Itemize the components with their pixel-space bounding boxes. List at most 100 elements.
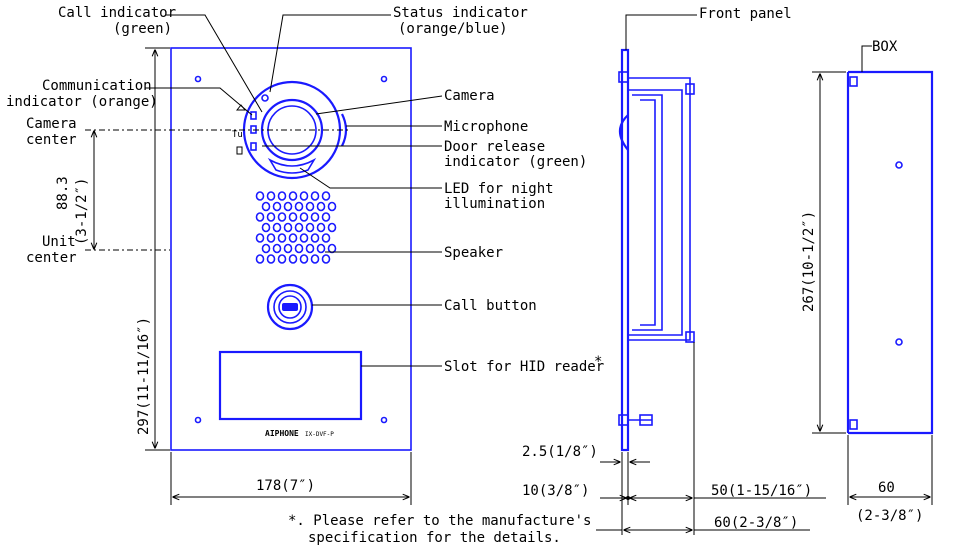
speaker-hole bbox=[272, 222, 282, 233]
dim-10: 10(3/8″) bbox=[522, 483, 589, 499]
speaker-hole bbox=[266, 233, 276, 243]
call-button-label: Call button bbox=[444, 298, 537, 314]
box-height-dim: 267(10-1/2″) bbox=[801, 211, 817, 312]
leader-lines bbox=[145, 14, 443, 367]
speaker-hole bbox=[305, 243, 315, 254]
box-view: BOX 267(10-1/2″) 60 (2-3/8″) bbox=[801, 39, 934, 524]
speaker-hole bbox=[316, 243, 326, 254]
comm-indicator-label: Communication bbox=[42, 78, 152, 94]
dim-panel-thickness: 2.5(1/8″) bbox=[522, 444, 598, 460]
speaker-hole bbox=[316, 201, 326, 212]
front-panel-side bbox=[620, 48, 630, 452]
speaker-hole bbox=[283, 201, 293, 212]
speaker-hole bbox=[327, 243, 337, 254]
speaker-hole bbox=[261, 201, 271, 212]
camera-center-label: Camera bbox=[26, 116, 77, 132]
speaker-hole bbox=[294, 222, 304, 233]
speaker-hole bbox=[283, 222, 293, 233]
speaker-hole bbox=[321, 233, 331, 243]
speaker-hole bbox=[255, 212, 265, 222]
call-indicator-color: (green) bbox=[113, 21, 172, 37]
screw-hole bbox=[380, 75, 388, 83]
front-panel-outline bbox=[170, 47, 412, 451]
brand-logo: AIPHONE bbox=[265, 429, 299, 438]
call-indicator-label: Call indicator bbox=[58, 5, 176, 21]
front-view: Tu AIPHONE IX-DVF-P 88.3 (3-1/2″) 297(11… bbox=[6, 5, 604, 505]
speaker-hole bbox=[327, 201, 337, 212]
box-outline bbox=[848, 70, 934, 435]
speaker-hole bbox=[277, 233, 287, 243]
speaker-hole bbox=[294, 243, 304, 254]
dim-width: 178(7″) bbox=[256, 478, 315, 494]
door-release-label: Door release bbox=[444, 139, 545, 155]
speaker-hole bbox=[316, 222, 326, 233]
speaker-hole bbox=[266, 191, 276, 201]
status-led-icon bbox=[261, 94, 269, 102]
screw-hole bbox=[194, 416, 202, 424]
speaker-grille bbox=[255, 191, 337, 264]
speaker-hole bbox=[272, 243, 282, 254]
speaker-hole bbox=[305, 222, 315, 233]
front-panel-label: Front panel bbox=[699, 6, 792, 22]
speaker-hole bbox=[327, 222, 337, 233]
speaker-hole bbox=[272, 201, 282, 212]
speaker-hole bbox=[305, 201, 315, 212]
status-indicator-label: Status indicator bbox=[393, 5, 528, 21]
speaker-hole bbox=[321, 191, 331, 201]
comm-indicator-color: indicator (orange) bbox=[6, 94, 158, 110]
hid-slot-graphic bbox=[218, 350, 363, 421]
speaker-hole bbox=[277, 254, 287, 264]
hid-slot-label: Slot for HID reader bbox=[444, 359, 604, 375]
dim-50: 50(1-15/16″) bbox=[711, 483, 812, 499]
speaker-hole bbox=[310, 191, 320, 201]
footnote-line-2: specification for the details. bbox=[308, 530, 561, 546]
speaker-hole bbox=[277, 212, 287, 222]
call-button-graphic bbox=[266, 283, 314, 331]
footnote-line-1: *. Please refer to the manufacture's bbox=[288, 513, 591, 529]
speaker-hole bbox=[277, 191, 287, 201]
speaker-hole bbox=[283, 243, 293, 254]
speaker-hole bbox=[255, 233, 265, 243]
side-view: Front panel 2.5(1/8″) 10(3/8″) 50(1-15/1… bbox=[522, 6, 826, 535]
speaker-hole bbox=[266, 212, 276, 222]
unit-center-label-2: center bbox=[26, 250, 77, 266]
speaker-hole bbox=[310, 233, 320, 243]
speaker-hole bbox=[321, 212, 331, 222]
speaker-hole bbox=[255, 191, 265, 201]
dim-camera-offset: 88.3 bbox=[55, 176, 71, 210]
dim-camera-offset-inch: (3-1/2″) bbox=[74, 178, 90, 245]
unit-center-label: Unit bbox=[42, 234, 76, 250]
speaker-hole bbox=[288, 191, 298, 201]
camera-label: Camera bbox=[444, 88, 495, 104]
speaker-label: Speaker bbox=[444, 245, 503, 261]
speaker-hole bbox=[266, 254, 276, 264]
box-label: BOX bbox=[872, 39, 898, 55]
speaker-hole bbox=[321, 254, 331, 264]
speaker-hole bbox=[299, 191, 309, 201]
led-label: LED for night bbox=[444, 181, 554, 197]
speaker-hole bbox=[310, 254, 320, 264]
speaker-hole bbox=[261, 222, 271, 233]
svg-text:Tu: Tu bbox=[232, 130, 243, 140]
speaker-hole bbox=[261, 243, 271, 254]
speaker-hole bbox=[299, 212, 309, 222]
speaker-hole bbox=[310, 212, 320, 222]
speaker-hole bbox=[288, 212, 298, 222]
screw-hole bbox=[194, 75, 202, 83]
status-indicator-color: (orange/blue) bbox=[398, 21, 508, 37]
door-release-color: indicator (green) bbox=[444, 154, 587, 170]
dim-height: 297(11-11/16″) bbox=[136, 317, 152, 435]
camera-center-label-2: center bbox=[26, 132, 77, 148]
microphone-label: Microphone bbox=[444, 119, 528, 135]
hid-slot-asterisk: * bbox=[594, 354, 602, 370]
call-led-icon bbox=[250, 111, 257, 120]
box-depth-dim: 60 bbox=[878, 480, 895, 496]
speaker-hole bbox=[299, 233, 309, 243]
model-label: IX-DVF-P bbox=[305, 431, 334, 438]
door-led-icon bbox=[250, 142, 257, 151]
speaker-hole bbox=[299, 254, 309, 264]
speaker-hole bbox=[288, 233, 298, 243]
screw-hole bbox=[380, 416, 388, 424]
